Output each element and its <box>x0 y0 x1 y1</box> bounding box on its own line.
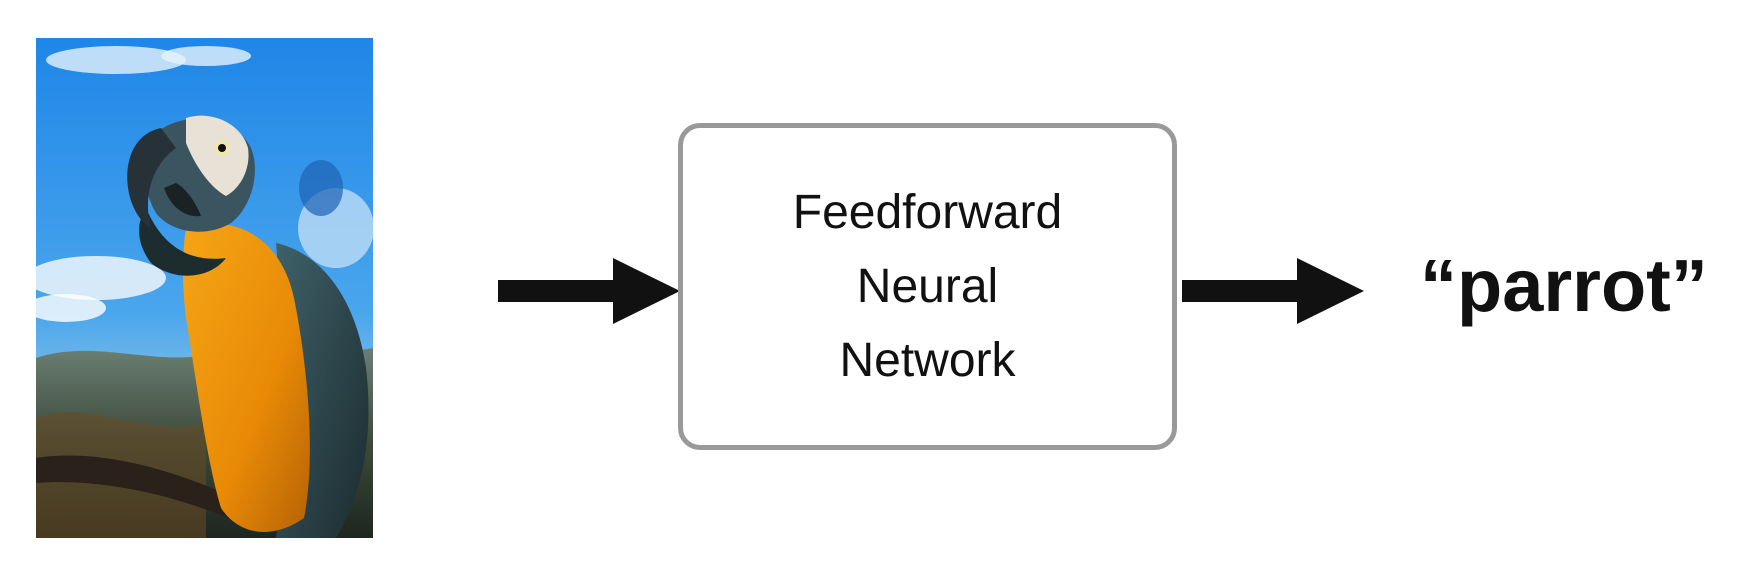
input-arrow <box>498 258 680 324</box>
output-label: “parrot” <box>1420 244 1708 327</box>
feedforward-network-box: Feedforward Neural Network <box>678 123 1177 450</box>
parrot-photo <box>36 38 373 538</box>
output-arrow <box>1182 258 1364 324</box>
network-label-line-3: Network <box>839 333 1016 387</box>
network-label-line-1: Feedforward <box>792 185 1063 239</box>
network-label-line-2: Neural <box>856 259 999 313</box>
